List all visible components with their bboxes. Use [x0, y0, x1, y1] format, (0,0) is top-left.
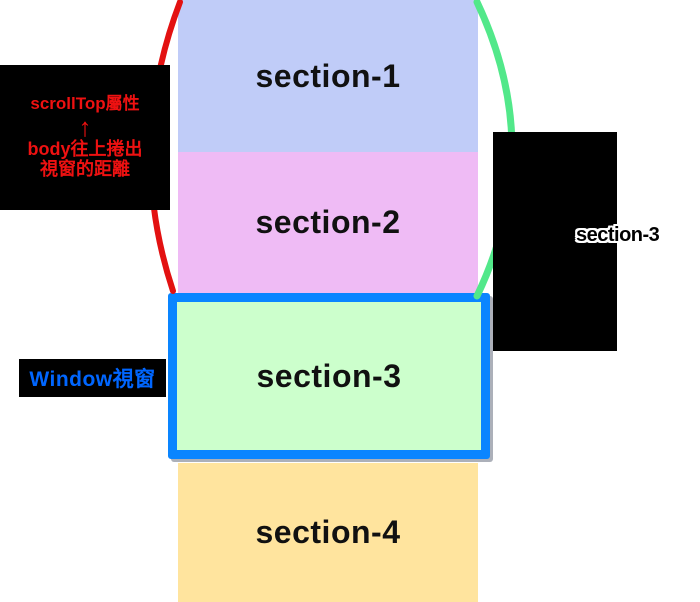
window-callout-box: Window視窗 [19, 359, 166, 397]
section-2-block: section-2 [178, 152, 478, 293]
section-4-label: section-4 [255, 514, 401, 550]
scrolltop-title: scrollTop屬性 [30, 94, 140, 114]
section-1-block: section-1 [178, 0, 478, 152]
section-2-label: section-2 [255, 204, 401, 240]
window-viewport-box: section-3 [168, 293, 490, 459]
scrolltop-desc-line1: body往上捲出 [27, 139, 143, 160]
section-4-block: section-4 [178, 463, 478, 602]
scrolltop-callout-box: scrollTop屬性 ↑ body往上捲出 視窗的距離 [0, 65, 170, 210]
right-annotation-box [493, 132, 617, 351]
scrolltop-desc-line2: 視窗的距離 [40, 159, 130, 180]
window-viewport-label: Window視窗 [29, 368, 156, 391]
up-arrow-icon: ↑ [78, 111, 92, 142]
section-1-label: section-1 [255, 57, 401, 94]
section-3-label: section-3 [256, 357, 402, 394]
right-overlap-section-label: section-3 [576, 224, 660, 246]
